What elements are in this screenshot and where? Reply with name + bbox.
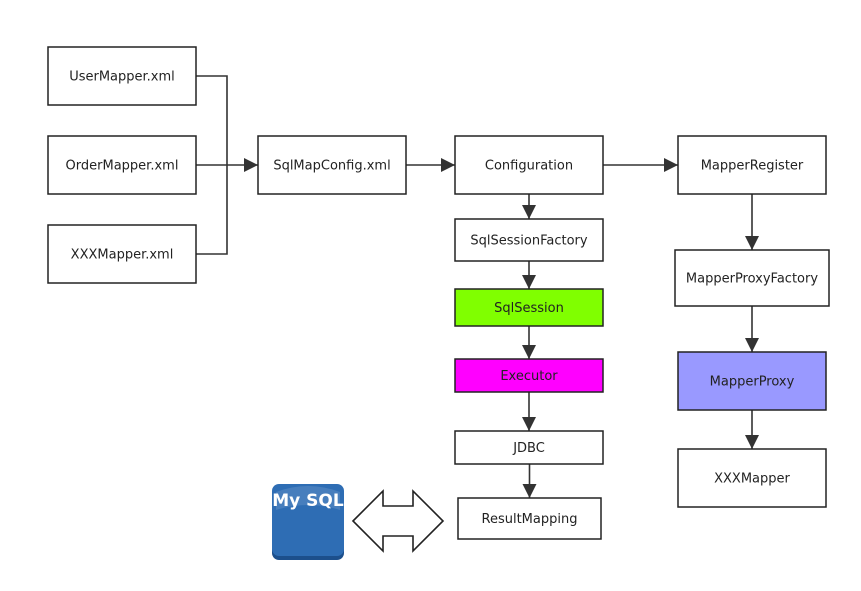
arrowhead-sql-session-factory [522,205,536,219]
db-gloss [276,486,340,510]
arrowhead-result-mapping [522,484,537,498]
node-xxx-mapper: XXXMapper [677,448,827,508]
node-box [454,430,604,465]
node-sql-map-config: SqlMapConfig.xml [257,135,407,195]
arrowhead-jdbc [522,417,536,431]
node-label: UserMapper.xml [69,70,175,85]
node-label: SqlSession [494,301,564,316]
mysql-database-icon: My SQL [272,484,344,560]
node-box [454,288,604,327]
database-layer: My SQL [272,484,445,560]
node-label: MapperProxy [710,375,795,390]
node-box [257,135,407,195]
arrowhead-sqlmapconfig [244,158,258,172]
node-box [454,358,604,393]
arrowhead-mapperregister [664,158,678,172]
node-user-mapper-xml: UserMapper.xml [47,46,197,106]
node-box [47,224,197,284]
node-label: XXXMapper [714,472,790,487]
node-box [677,135,827,195]
node-label: MapperProxyFactory [686,272,818,287]
node-label: MapperRegister [701,159,804,174]
node-mapper-register: MapperRegister [677,135,827,195]
node-jdbc: JDBC [454,430,604,465]
node-box [47,135,197,195]
node-box [674,249,830,307]
node-label: JDBC [512,441,545,456]
node-order-mapper-xml: OrderMapper.xml [47,135,197,195]
arrowhead-xxx-mapper [745,435,759,449]
node-label: XXXMapper.xml [71,248,174,263]
bidirectional-arrow-icon [351,489,445,553]
db-label: My SQL [272,491,344,511]
node-box [47,46,197,106]
arrowhead-executor [522,345,536,359]
node-box [677,448,827,508]
node-box [457,497,602,540]
arrowhead-mapper-proxy-factory [745,236,759,250]
node-configuration: Configuration [454,135,604,195]
node-xxx-mapper-xml: XXXMapper.xml [47,224,197,284]
node-label: SqlMapConfig.xml [273,159,390,174]
node-executor: Executor [454,358,604,393]
edges-layer [196,75,759,498]
node-result-mapping: ResultMapping [457,497,602,540]
node-sql-session: SqlSession [454,288,604,327]
arrowhead-sql-session [522,275,536,289]
node-label: ResultMapping [482,512,578,527]
node-box [454,218,604,262]
node-label: Configuration [485,159,573,174]
node-label: OrderMapper.xml [66,159,179,174]
arrowhead-configuration [441,158,455,172]
nodes-layer: UserMapper.xmlOrderMapper.xmlXXXMapper.x… [47,46,830,540]
node-box [677,351,827,411]
node-mapper-proxy: MapperProxy [677,351,827,411]
node-box [454,135,604,195]
node-label: SqlSessionFactory [470,234,588,249]
db-body [272,484,344,556]
node-sql-session-factory: SqlSessionFactory [454,218,604,262]
arrowhead-mapper-proxy [745,338,759,352]
node-label: Executor [500,369,558,384]
node-mapper-proxy-factory: MapperProxyFactory [674,249,830,307]
